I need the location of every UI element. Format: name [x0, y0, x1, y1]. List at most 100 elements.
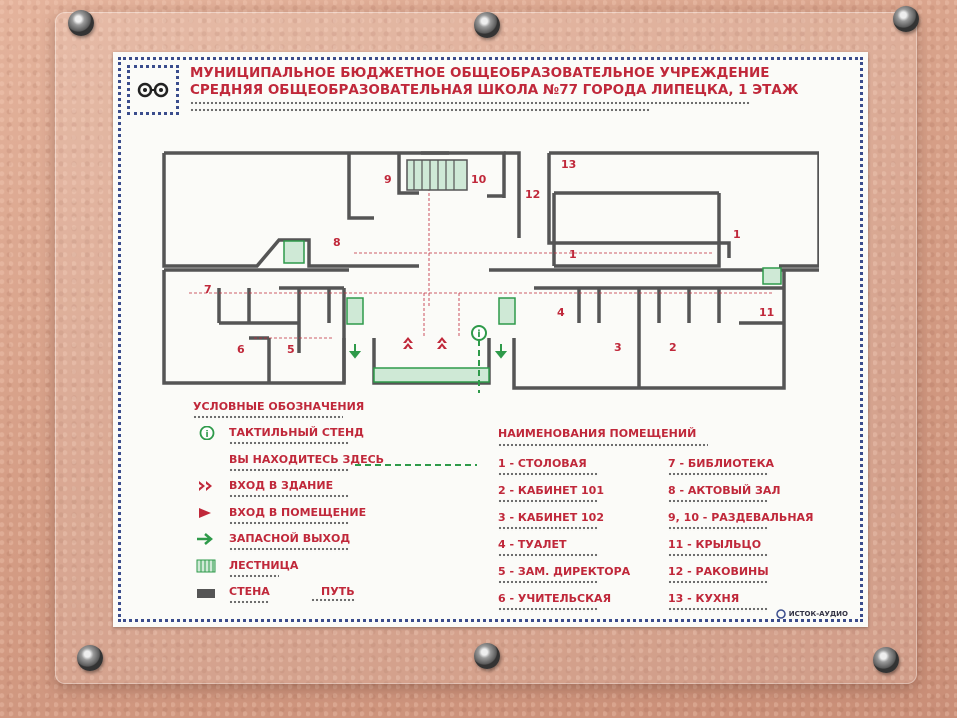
- legend-label-info: ТАКТИЛЬНЫЙ СТЕНД: [229, 426, 364, 439]
- plan-label-3: 3: [614, 341, 622, 354]
- legend-label-here: ВЫ НАХОДИТЕСЬ ЗДЕСЬ: [229, 452, 385, 466]
- legend-label-path: ПУТЬ: [321, 585, 355, 598]
- room-braille: [668, 607, 768, 612]
- room-item: 2 - КАБИНЕТ 101: [498, 484, 630, 511]
- room-item: 13 - КУХНЯ: [668, 592, 814, 619]
- rooms-column-1: 1 - СТОЛОВАЯ 2 - КАБИНЕТ 101 3 - КАБИНЕТ…: [498, 457, 630, 619]
- room-label-12: 12 - РАКОВИНЫ: [668, 565, 769, 578]
- room-label-3: 3 - КАБИНЕТ 102: [498, 511, 604, 524]
- bolt-top-left: [68, 10, 94, 36]
- floor-plan: i 9 10 13 12 8 1 1 7 4 11 6 5 3 2: [162, 151, 819, 393]
- room-braille: [498, 580, 598, 585]
- bolt-bottom-left: [77, 645, 103, 671]
- room-item: 11 - КРЫЛЬЦО: [668, 538, 814, 565]
- legend-heading: УСЛОВНЫЕ ОБОЗНАЧЕНИЯ: [193, 400, 365, 413]
- info-circle-icon: i: [199, 426, 215, 440]
- legend-item-info: i ТАКТИЛЬНЫЙ СТЕНД: [193, 426, 433, 453]
- room-braille: [498, 472, 598, 477]
- glasses-icon: [137, 82, 169, 98]
- triangle-icon: [199, 507, 211, 518]
- room-braille: [498, 499, 598, 504]
- sign-header: МУНИЦИПАЛЬНОЕ БЮДЖЕТНОЕ ОБЩЕОБРАЗОВАТЕЛЬ…: [124, 62, 857, 122]
- plan-label-4: 4: [557, 306, 565, 319]
- double-chevron-icon: [199, 481, 212, 491]
- manufacturer-logo: ИСТОК-АУДИО: [776, 609, 848, 619]
- legend-label-room-entrance: ВХОД В ПОМЕЩЕНИЕ: [229, 505, 367, 519]
- room-item: 5 - ЗАМ. ДИРЕКТОРА: [498, 565, 630, 592]
- title-line-1: МУНИЦИПАЛЬНОЕ БЮДЖЕТНОЕ ОБЩЕОБРАЗОВАТЕЛЬ…: [190, 65, 770, 81]
- room-braille: [668, 526, 768, 531]
- plan-label-5: 5: [287, 343, 295, 356]
- legend-item-you-are-here: ВЫ НАХОДИТЕСЬ ЗДЕСЬ: [193, 453, 433, 480]
- plan-label-9: 9: [384, 173, 392, 186]
- dotted-border: [118, 57, 863, 622]
- room-label-13: 13 - КУХНЯ: [668, 592, 740, 605]
- svg-text:i: i: [477, 329, 480, 340]
- stairs-group: [283, 159, 782, 383]
- legend-item-stairs: ЛЕСТНИЦА: [193, 559, 433, 586]
- title-braille-2: [190, 108, 650, 113]
- plan-label-2: 2: [669, 341, 677, 354]
- room-item: 4 - ТУАЛЕТ: [498, 538, 630, 565]
- room-braille: [498, 553, 598, 558]
- room-item: 12 - РАКОВИНЫ: [668, 565, 814, 592]
- rooms-column-2: 7 - БИБЛИОТЕКА 8 - АКТОВЫЙ ЗАЛ 9, 10 - Р…: [668, 457, 814, 619]
- stairs-icon: [196, 559, 216, 572]
- room-label-11: 11 - КРЫЛЬЦО: [668, 538, 762, 551]
- plan-label-10: 10: [471, 173, 487, 186]
- plan-label-7: 7: [204, 283, 212, 296]
- logo-text: ИСТОК-АУДИО: [788, 610, 848, 618]
- sign-title: МУНИЦИПАЛЬНОЕ БЮДЖЕТНОЕ ОБЩЕОБРАЗОВАТЕЛЬ…: [190, 65, 850, 115]
- path-lines: [189, 188, 774, 339]
- room-braille: [498, 526, 598, 531]
- room-item: 3 - КАБИНЕТ 102: [498, 511, 630, 538]
- legend-braille-exit: [229, 547, 349, 552]
- you-are-here-connector: [355, 464, 477, 466]
- legend-label-emergency-exit: ЗАПАСНОЙ ВЫХОД: [229, 532, 351, 545]
- title-line-2: СРЕДНЯЯ ОБЩЕОБРАЗОВАТЕЛЬНАЯ ШКОЛА №77 ГО…: [190, 82, 799, 98]
- green-arrow-icon: [197, 533, 213, 545]
- room-item: 7 - БИБЛИОТЕКА: [668, 457, 814, 484]
- legend-item-emergency-exit: ЗАПАСНОЙ ВЫХОД: [193, 532, 433, 559]
- emergency-exits: [348, 344, 508, 359]
- low-vision-symbol-box: [127, 65, 179, 115]
- legend-label-stairs: ЛЕСТНИЦА: [229, 558, 299, 572]
- room-braille: [668, 580, 768, 585]
- room-label-1: 1 - СТОЛОВАЯ: [498, 457, 587, 470]
- legend-braille-room: [229, 520, 349, 526]
- walls: [162, 151, 819, 390]
- room-label-7: 7 - БИБЛИОТЕКА: [668, 457, 775, 470]
- bolt-top-center: [474, 12, 500, 38]
- plan-label-1b: 1: [733, 228, 741, 241]
- legend-item-wall-path: СТЕНА ПУТЬ: [193, 585, 433, 612]
- room-names: НАИМЕНОВАНИЯ ПОМЕЩЕНИЙ 1 - СТОЛОВАЯ 2 - …: [498, 427, 848, 612]
- plan-label-1a: 1: [569, 248, 577, 261]
- room-label-5: 5 - ЗАМ. ДИРЕКТОРА: [498, 565, 631, 578]
- room-label-4: 4 - ТУАЛЕТ: [498, 538, 567, 551]
- title-braille-1: [190, 101, 750, 106]
- legend-braille-here: [229, 467, 349, 473]
- plan-label-8: 8: [333, 236, 341, 249]
- legend: УСЛОВНЫЕ ОБОЗНАЧЕНИЯ i ТАКТИЛЬНЫЙ СТЕНД …: [193, 400, 433, 612]
- legend-braille-stairs: [229, 573, 279, 579]
- legend-braille-path: [311, 598, 356, 603]
- plan-label-12: 12: [525, 188, 540, 201]
- legend-braille-entrance: [229, 494, 349, 499]
- tactile-floor-plan-sign: МУНИЦИПАЛЬНОЕ БЮДЖЕТНОЕ ОБЩЕОБРАЗОВАТЕЛЬ…: [113, 52, 868, 627]
- room-braille: [668, 472, 768, 477]
- wall-swatch-icon: [197, 589, 215, 598]
- rooms-heading-braille: [498, 443, 708, 448]
- legend-braille-wall: [229, 600, 269, 605]
- bolt-bottom-right: [873, 647, 899, 673]
- bolt-bottom-center: [474, 643, 500, 669]
- room-item: 8 - АКТОВЫЙ ЗАЛ: [668, 484, 814, 511]
- entrance-chevrons: [403, 337, 447, 349]
- room-item: 6 - УЧИТЕЛЬСКАЯ: [498, 592, 630, 619]
- plan-label-11: 11: [759, 306, 774, 319]
- legend-item-room-entrance: ВХОД В ПОМЕЩЕНИЕ: [193, 506, 433, 533]
- info-stand-marker: i: [471, 325, 487, 393]
- room-label-8: 8 - АКТОВЫЙ ЗАЛ: [668, 484, 781, 497]
- legend-label-wall: СТЕНА: [229, 585, 270, 598]
- svg-text:i: i: [205, 430, 208, 440]
- room-braille: [498, 607, 598, 612]
